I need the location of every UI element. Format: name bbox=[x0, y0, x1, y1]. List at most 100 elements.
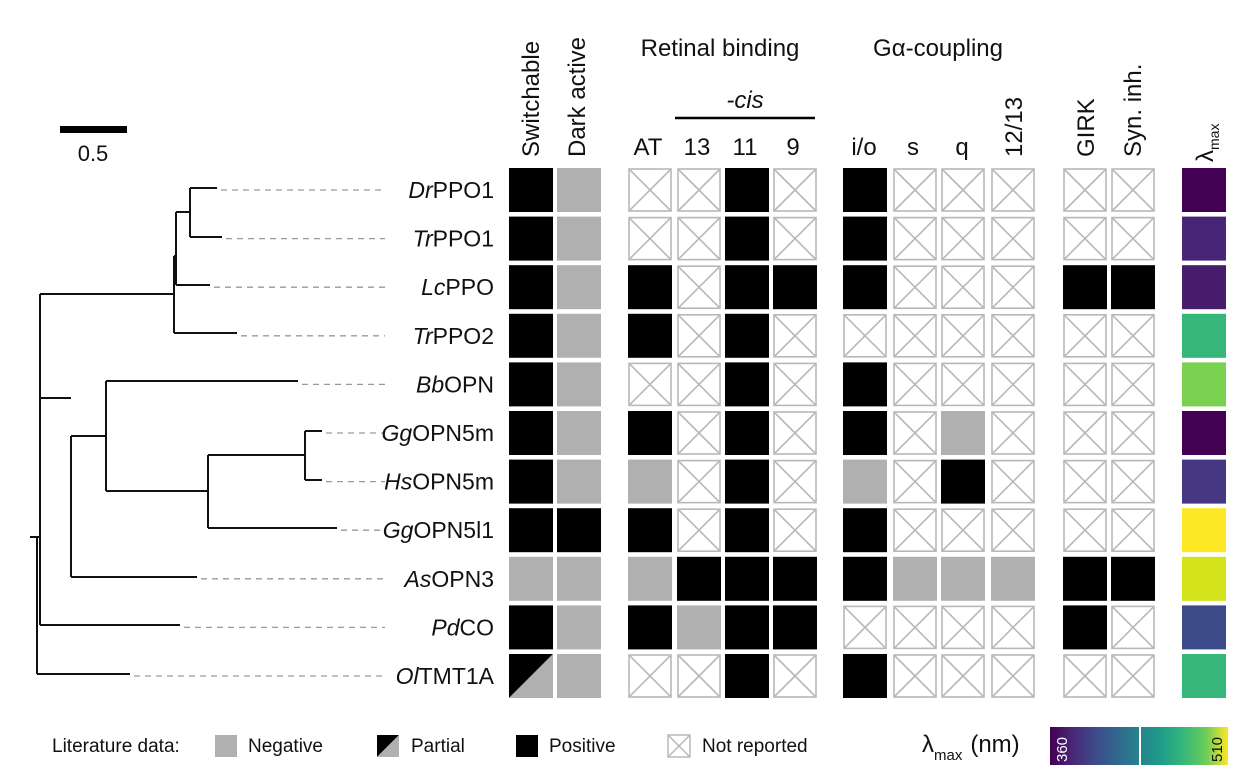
cell-negative bbox=[557, 362, 601, 407]
cell-positive bbox=[725, 605, 769, 650]
legend-title: Literature data: bbox=[52, 736, 180, 757]
cell-not-reported bbox=[677, 216, 721, 261]
cell-not-reported bbox=[773, 168, 817, 212]
lambda-max-swatch bbox=[1182, 362, 1226, 407]
cell-not-reported bbox=[677, 168, 721, 212]
cell-not-reported bbox=[677, 265, 721, 310]
tree-branch bbox=[304, 430, 322, 481]
phylogenetic-tree bbox=[30, 187, 337, 675]
cell-positive bbox=[677, 556, 721, 601]
cell-not-reported bbox=[843, 313, 887, 358]
colorbar-min-label: 360 bbox=[1054, 737, 1071, 762]
cell-not-reported bbox=[773, 216, 817, 261]
header-retinal-13: 13 bbox=[684, 134, 711, 161]
cell-negative bbox=[677, 605, 721, 650]
taxon-label: TrPPO2 bbox=[413, 323, 494, 349]
legend-lambda-title: λmax(nm) bbox=[922, 731, 1020, 764]
cell-not-reported bbox=[677, 313, 721, 358]
cell-not-reported bbox=[1063, 654, 1107, 698]
dashed-guides bbox=[134, 189, 385, 677]
cell-negative bbox=[509, 556, 553, 601]
cell-negative bbox=[557, 654, 601, 698]
cell-not-reported bbox=[893, 654, 937, 698]
tree-branch bbox=[207, 454, 337, 529]
header-retinal-binding: Retinal binding bbox=[641, 35, 800, 62]
cell-not-reported bbox=[1111, 459, 1155, 504]
cell-positive bbox=[628, 508, 672, 553]
cell-partial bbox=[509, 654, 553, 698]
lambda-max-swatch bbox=[1182, 411, 1226, 455]
cell-positive bbox=[509, 168, 553, 212]
cell-positive bbox=[509, 459, 553, 504]
legend-negative-label: Negative bbox=[248, 736, 323, 757]
lambda-max-swatch bbox=[1182, 313, 1226, 358]
cell-not-reported bbox=[628, 168, 672, 212]
cell-not-reported bbox=[991, 362, 1035, 407]
cell-not-reported bbox=[773, 362, 817, 407]
cell-not-reported bbox=[893, 313, 937, 358]
header-galpha-q: q bbox=[955, 134, 968, 161]
header-dark-active: Dark active bbox=[564, 37, 591, 157]
taxon-label: PdCO bbox=[431, 614, 494, 640]
cell-positive bbox=[843, 216, 887, 261]
header-galpha-coupling: Gα-coupling bbox=[873, 35, 1003, 62]
cell-positive bbox=[628, 265, 672, 310]
cell-not-reported bbox=[677, 459, 721, 504]
cell-positive bbox=[509, 216, 553, 261]
cell-negative bbox=[893, 556, 937, 601]
lambda-max-swatch bbox=[1182, 605, 1226, 650]
cell-not-reported bbox=[628, 362, 672, 407]
cell-negative bbox=[991, 556, 1035, 601]
cell-negative bbox=[941, 411, 985, 455]
tree-branch bbox=[70, 435, 197, 578]
legend-positive-swatch bbox=[516, 735, 538, 757]
header-galpha-1213: 12/13 bbox=[1001, 97, 1028, 157]
cell-positive bbox=[843, 265, 887, 310]
cell-not-reported bbox=[893, 459, 937, 504]
cell-positive bbox=[725, 168, 769, 212]
scale-bar-label: 0.5 bbox=[78, 141, 109, 166]
cell-not-reported bbox=[941, 313, 985, 358]
cell-not-reported bbox=[1063, 411, 1107, 455]
tree-branch bbox=[175, 211, 210, 286]
header-syn-inh: Syn. inh. bbox=[1120, 64, 1147, 157]
cell-negative bbox=[628, 556, 672, 601]
cell-negative bbox=[557, 168, 601, 212]
taxon-label: GgOPN5l1 bbox=[383, 517, 494, 543]
taxon-label: GgOPN5m bbox=[382, 420, 494, 446]
cell-negative bbox=[557, 265, 601, 310]
legend-negative-swatch bbox=[215, 735, 237, 757]
tree-branch bbox=[39, 294, 180, 626]
header-girk: GIRK bbox=[1073, 98, 1100, 157]
cell-not-reported bbox=[773, 459, 817, 504]
cell-positive bbox=[773, 556, 817, 601]
column-headers: Switchable Dark active Retinal binding -… bbox=[518, 35, 1222, 162]
cell-positive bbox=[725, 313, 769, 358]
cell-not-reported bbox=[1111, 411, 1155, 455]
cell-positive bbox=[1063, 265, 1107, 310]
tree-branch bbox=[189, 187, 222, 238]
cell-positive bbox=[509, 362, 553, 407]
cell-negative bbox=[557, 216, 601, 261]
cell-negative bbox=[557, 411, 601, 455]
lambda-max-swatch bbox=[1182, 168, 1226, 212]
cell-not-reported bbox=[677, 508, 721, 553]
cell-positive bbox=[843, 508, 887, 553]
cell-not-reported bbox=[941, 216, 985, 261]
cell-positive bbox=[509, 411, 553, 455]
header-retinal-11: 11 bbox=[733, 134, 758, 161]
cell-positive bbox=[941, 459, 985, 504]
cell-positive bbox=[628, 313, 672, 358]
cell-positive bbox=[843, 362, 887, 407]
legend: Literature data: Negative Partial Positi… bbox=[52, 727, 1228, 765]
cell-positive bbox=[725, 508, 769, 553]
lambda-max-swatch bbox=[1182, 265, 1226, 310]
cell-negative bbox=[557, 459, 601, 504]
cell-negative bbox=[557, 556, 601, 601]
tree-branch bbox=[173, 255, 237, 334]
cell-not-reported bbox=[773, 508, 817, 553]
taxon-label: AsOPN3 bbox=[403, 566, 494, 592]
cell-positive bbox=[1063, 605, 1107, 650]
cell-positive bbox=[725, 459, 769, 504]
cell-positive bbox=[725, 216, 769, 261]
